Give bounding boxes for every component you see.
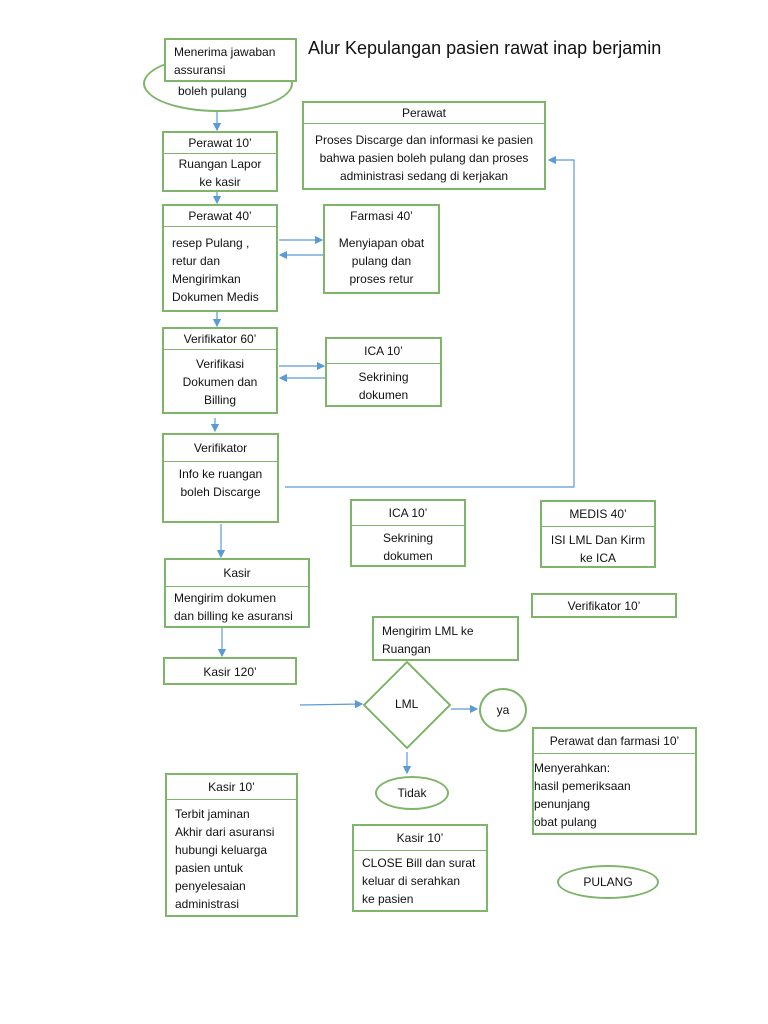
pulang-ellipse: PULANG xyxy=(557,865,659,899)
lml-label: LML xyxy=(395,697,419,711)
kirim-lml-line1: Mengirim LML ke xyxy=(382,624,474,638)
perawat-farmasi10-header: Perawat dan farmasi 10’ xyxy=(534,729,695,754)
tidak-ellipse: Tidak xyxy=(375,776,449,810)
ica10b-header: ICA 10’ xyxy=(352,501,464,526)
verifikator-line1: Info ke ruangan xyxy=(178,467,263,481)
start-line2: assuransi xyxy=(174,63,226,77)
farmasi40-line2: pulang dan xyxy=(351,254,412,268)
farmasi40-line3: proses retur xyxy=(349,272,414,286)
ica10a-header: ICA 10’ xyxy=(327,339,440,364)
perawat40-header: Perawat 40’ xyxy=(164,206,276,227)
pulang-label: PULANG xyxy=(583,875,633,889)
perawat-info-line2: bahwa pasien boleh pulang dan proses xyxy=(319,151,529,165)
kasir10a-line5: penyelesaian xyxy=(175,879,246,893)
perawat40-box: Perawat 40’ resep Pulang , retur dan Men… xyxy=(162,204,278,312)
kasir10a-line4: pasien untuk xyxy=(175,861,244,875)
perawat10-line1: Ruangan Lapor xyxy=(178,157,262,171)
perawat-info-header: Perawat xyxy=(304,103,544,124)
verifikator-box: Verifikator Info ke ruangan boleh Discar… xyxy=(162,433,279,523)
arrow-into-lml xyxy=(299,699,364,709)
ya-ellipse: ya xyxy=(479,688,527,732)
perawat40-line1: resep Pulang , xyxy=(172,236,250,250)
kasir-line2: dan billing ke asuransi xyxy=(174,609,293,623)
perawat-info-line1: Proses Discarge dan informasi ke pasien xyxy=(314,133,534,147)
perawat10-header: Perawat 10’ xyxy=(164,133,276,154)
start-line1: Menerima jawaban xyxy=(174,45,276,59)
kasir10b-line3: ke pasien xyxy=(362,892,414,906)
perawat40-line4: Dokumen Medis xyxy=(172,290,259,304)
kasir10a-line1: Terbit jaminan xyxy=(175,807,250,821)
perawat-info-line3: administrasi sedang di kerjakan xyxy=(339,169,509,183)
perawat-info-box: Perawat Proses Discarge dan informasi ke… xyxy=(302,101,546,190)
ica10a-line1: Sekrining xyxy=(358,370,409,384)
kasir-box: Kasir Mengirim dokumen dan billing ke as… xyxy=(164,558,310,628)
verifikator10-label: Verifikator 10’ xyxy=(567,599,641,613)
kirim-lml-box: Mengirim LML ke Ruangan xyxy=(372,616,519,661)
ya-label: ya xyxy=(496,703,510,717)
ica10a-box: ICA 10’ Sekrining dokumen xyxy=(325,337,442,407)
kirim-lml-line2: Ruangan xyxy=(382,642,431,656)
kasir10b-header: Kasir 10’ xyxy=(354,826,486,851)
medis40-line1: ISI LML Dan Kirm xyxy=(550,533,646,547)
kasir10a-line6: administrasi xyxy=(175,897,240,911)
perawat10-line2: ke kasir xyxy=(199,175,241,189)
perawat40-line2: retur dan xyxy=(172,254,221,268)
arrow-verifikator-to-perawat-info xyxy=(285,155,575,488)
perawat-farmasi10-line2: hasil pemeriksaan xyxy=(534,779,631,793)
start-box: Menerima jawaban assuransi xyxy=(164,38,297,82)
verifikator10-box: Verifikator 10’ xyxy=(531,593,677,618)
ica10b-line2: dokumen xyxy=(383,549,433,563)
kasir10b-line2: keluar di serahkan xyxy=(362,874,461,888)
kasir120-box: Kasir 120’ xyxy=(163,657,297,685)
kasir10a-header: Kasir 10’ xyxy=(167,775,296,800)
perawat-farmasi10-line1: Menyerahkan: xyxy=(534,761,611,775)
farmasi40-line1: Menyiapan obat xyxy=(338,236,425,250)
perawat-farmasi10-line3: penunjang xyxy=(534,797,591,811)
kasir10a-line3: hubungi keluarga xyxy=(175,843,268,857)
medis40-line2: ke ICA xyxy=(579,551,616,565)
verifikator60-line1: Verifikasi xyxy=(195,357,245,371)
kasir10a-line2: Akhir dari asuransi xyxy=(175,825,275,839)
perawat10-box: Perawat 10’ Ruangan Lapor ke kasir xyxy=(162,131,278,192)
verifikator60-header: Verifikator 60’ xyxy=(164,329,276,350)
perawat-farmasi10-line4: obat pulang xyxy=(534,815,597,829)
tidak-label: Tidak xyxy=(397,786,427,800)
ica10b-box: ICA 10’ Sekrining dokumen xyxy=(350,499,466,567)
kasir120-label: Kasir 120’ xyxy=(203,665,257,679)
start-line3: boleh pulang xyxy=(178,84,247,98)
verifikator60-line2: Dokumen dan xyxy=(182,375,258,389)
kasir-line1: Mengirim dokumen xyxy=(174,591,277,605)
kasir10b-box: Kasir 10’ CLOSE Bill dan surat keluar di… xyxy=(352,824,488,912)
kasir10a-box: Kasir 10’ Terbit jaminan Akhir dari asur… xyxy=(165,773,298,917)
perawat-farmasi10-box: Perawat dan farmasi 10’ Menyerahkan: has… xyxy=(532,727,697,835)
verifikator60-box: Verifikator 60’ Verifikasi Dokumen dan B… xyxy=(162,327,278,414)
verifikator-line2: boleh Discarge xyxy=(180,485,261,499)
lml-diamond xyxy=(362,660,452,750)
ica10b-line1: Sekrining xyxy=(382,531,434,545)
farmasi40-box: Farmasi 40’ Menyiapan obat pulang dan pr… xyxy=(323,204,440,294)
diagram-title: Alur Kepulangan pasien rawat inap berjam… xyxy=(308,38,662,58)
farmasi40-header: Farmasi 40’ xyxy=(350,209,413,223)
medis40-header: MEDIS 40’ xyxy=(542,502,654,527)
kasir-header: Kasir xyxy=(166,560,308,587)
ica10a-line2: dokumen xyxy=(358,388,409,402)
verifikator60-line3: Billing xyxy=(203,393,236,407)
medis40-box: MEDIS 40’ ISI LML Dan Kirm ke ICA xyxy=(540,500,656,568)
kasir10b-line1: CLOSE Bill dan surat xyxy=(362,856,476,870)
verifikator-header: Verifikator xyxy=(164,435,277,462)
perawat40-line3: Mengirimkan xyxy=(172,272,241,286)
